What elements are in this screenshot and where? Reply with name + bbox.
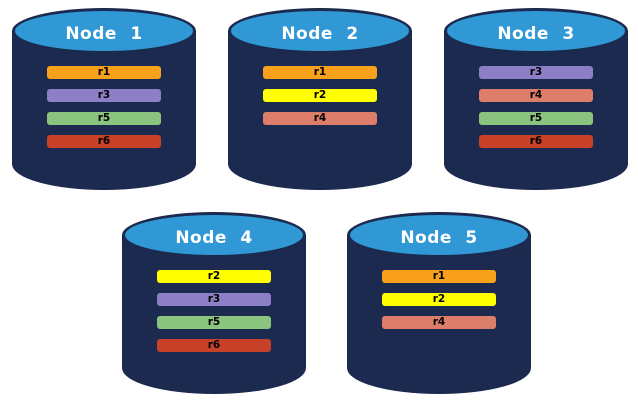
replica-label: r3: [97, 89, 111, 101]
node-3-cylinder: Node 3 r3 r4 r5 r6: [444, 8, 628, 190]
replica-bar-r1: r1: [263, 66, 377, 79]
replica-bar-r4: r4: [479, 89, 593, 102]
node-1-replica-list: r1 r3 r5 r6: [12, 66, 196, 158]
node-3-title: Node 3: [497, 23, 575, 44]
replica-bar-r3: r3: [47, 89, 161, 102]
replica-label: r6: [207, 339, 221, 351]
replica-label: r1: [313, 66, 327, 78]
replica-bar-r6: r6: [47, 135, 161, 148]
replica-bar-r4: r4: [263, 112, 377, 125]
replica-label: r6: [529, 135, 543, 147]
replica-bar-r3: r3: [157, 293, 271, 306]
replica-bar-r5: r5: [479, 112, 593, 125]
replica-label: r5: [207, 316, 221, 328]
replica-label: r3: [529, 66, 543, 78]
node-4-cylinder-top: Node 4: [122, 212, 306, 258]
replica-bar-r1: r1: [47, 66, 161, 79]
replica-label: r5: [529, 112, 543, 124]
node-4-cylinder: Node 4 r2 r3 r5 r6: [122, 212, 306, 394]
node-3-cylinder-body: [444, 31, 628, 190]
node-2-title: Node 2: [281, 23, 359, 44]
node-5-cylinder-top: Node 5: [347, 212, 531, 258]
node-1-cylinder-top: Node 1: [12, 8, 196, 54]
node-2-cylinder-body: [228, 31, 412, 190]
replica-bar-r1: r1: [382, 270, 496, 283]
node-1-title: Node 1: [65, 23, 143, 44]
node-4-replica-list: r2 r3 r5 r6: [122, 270, 306, 362]
node-1-cylinder-body: [12, 31, 196, 190]
replica-label: r2: [432, 293, 446, 305]
replica-bar-r6: r6: [479, 135, 593, 148]
replica-label: r2: [313, 89, 327, 101]
replica-bar-r6: r6: [157, 339, 271, 352]
replica-bar-r2: r2: [382, 293, 496, 306]
node-2-cylinder: Node 2 r1 r2 r4: [228, 8, 412, 190]
replica-label: r3: [207, 293, 221, 305]
replica-label: r4: [529, 89, 543, 101]
node-2-replica-list: r1 r2 r4: [228, 66, 412, 135]
replica-label: r4: [432, 316, 446, 328]
replica-bar-r4: r4: [382, 316, 496, 329]
node-5-replica-list: r1 r2 r4: [347, 270, 531, 339]
replica-bar-r5: r5: [47, 112, 161, 125]
replica-bar-r3: r3: [479, 66, 593, 79]
node-3-cylinder-top: Node 3: [444, 8, 628, 54]
node-5-title: Node 5: [400, 227, 478, 248]
replica-label: r1: [97, 66, 111, 78]
replica-bar-r2: r2: [157, 270, 271, 283]
replica-label: r1: [432, 270, 446, 282]
node-3-replica-list: r3 r4 r5 r6: [444, 66, 628, 158]
replica-bar-r2: r2: [263, 89, 377, 102]
node-1-cylinder: Node 1 r1 r3 r5 r6: [12, 8, 196, 190]
node-5-cylinder: Node 5 r1 r2 r4: [347, 212, 531, 394]
node-2-cylinder-top: Node 2: [228, 8, 412, 54]
replica-label: r5: [97, 112, 111, 124]
replica-label: r6: [97, 135, 111, 147]
node-4-cylinder-body: [122, 235, 306, 394]
replica-label: r4: [313, 112, 327, 124]
node-4-title: Node 4: [175, 227, 253, 248]
replica-label: r2: [207, 270, 221, 282]
node-5-cylinder-body: [347, 235, 531, 394]
replica-bar-r5: r5: [157, 316, 271, 329]
